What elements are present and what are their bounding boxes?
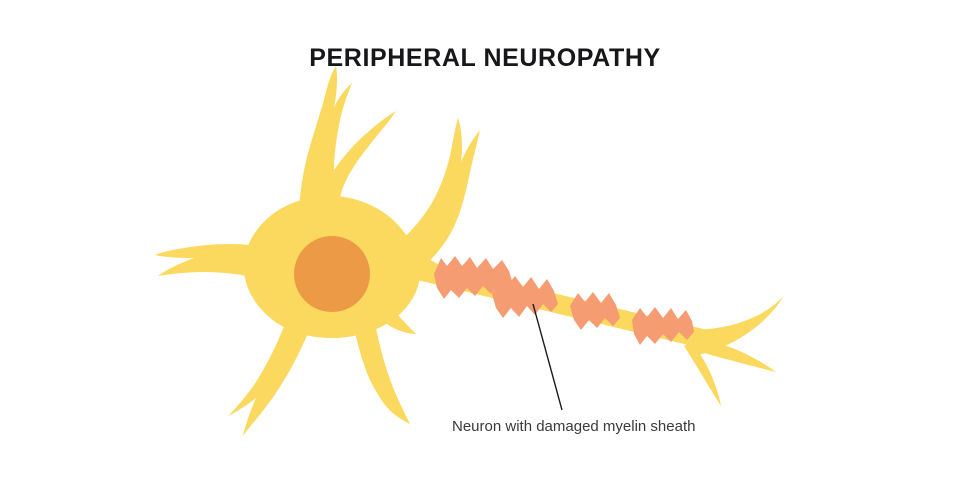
myelin-segment-2 <box>492 276 558 318</box>
page-title: PERIPHERAL NEUROPATHY <box>309 44 661 72</box>
axon-terminal-group <box>684 296 784 406</box>
myelin-segment-4 <box>632 307 694 345</box>
axon-terminal-middle <box>686 336 776 372</box>
myelin-segment-3 <box>570 292 620 330</box>
nucleus <box>294 236 370 312</box>
myelin-segment-1 <box>434 256 513 299</box>
myelin-sheath-group <box>434 256 694 345</box>
annotation-leader-line <box>532 303 563 411</box>
axon-terminal-lower <box>684 342 721 406</box>
axon-hillock <box>376 246 450 276</box>
annotation-caption: Neuron with damaged myelin sheath <box>452 418 696 435</box>
axon-terminal-upper <box>690 296 784 356</box>
